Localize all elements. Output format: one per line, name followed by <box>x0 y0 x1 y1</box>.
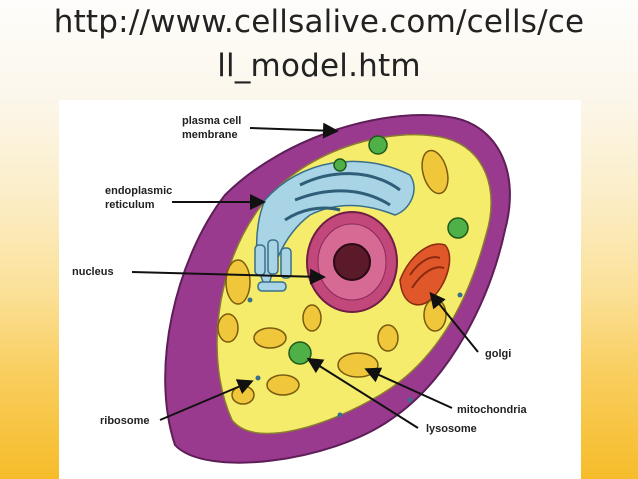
label-er-2: reticulum <box>105 199 155 211</box>
arrow-golgi <box>429 291 479 353</box>
label-ribosome: ribosome <box>100 415 150 427</box>
arrow-ribosome <box>159 379 254 421</box>
nucleus <box>306 211 398 313</box>
arrow-nucleus <box>131 268 326 285</box>
label-plasma-membrane-1: plasma cell <box>182 115 241 127</box>
arrow-mitochondria <box>364 367 453 409</box>
endoplasmic-reticulum <box>254 160 415 292</box>
label-plasma-membrane-2: membrane <box>182 129 238 141</box>
golgi <box>399 243 451 306</box>
nucleolus <box>333 243 371 281</box>
title-line-2: ll_model.htm <box>217 48 421 84</box>
label-er-1: endoplasmic <box>105 185 172 197</box>
label-nucleus: nucleus <box>72 266 114 278</box>
label-golgi: golgi <box>485 348 511 360</box>
label-mitochondria: mitochondria <box>457 404 528 416</box>
arrow-plasma-membrane <box>249 122 339 139</box>
arrow-lysosome <box>306 357 419 429</box>
label-lysosome: lysosome <box>426 423 477 435</box>
title-line-1: http://www.cellsalive.com/cells/ce <box>53 4 585 40</box>
lysosomes <box>288 135 469 365</box>
slide-title: http://www.cellsalive.com/cells/ce ll_mo… <box>0 0 638 88</box>
ribosomes <box>247 292 463 418</box>
